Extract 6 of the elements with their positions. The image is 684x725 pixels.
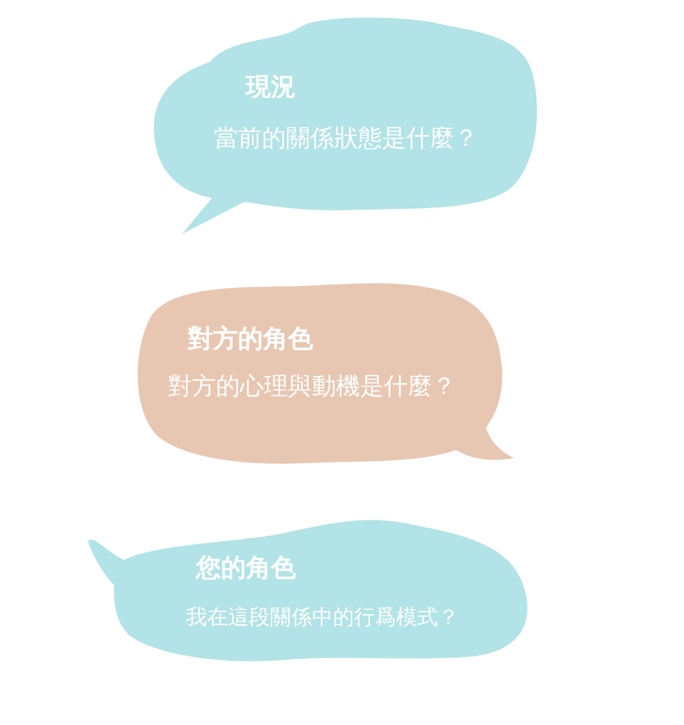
bubble-text: 對方的心理與動機是什麼？ (168, 372, 456, 401)
bubble-heading: 現況 (246, 72, 296, 102)
bubble-heading: 對方的角色 (188, 324, 313, 354)
bubble-text: 我在這段關係中的行爲模式？ (186, 605, 459, 630)
bubble-heading: 您的角色 (196, 553, 296, 583)
bubble-text: 當前的關係狀態是什麼？ (214, 124, 478, 153)
